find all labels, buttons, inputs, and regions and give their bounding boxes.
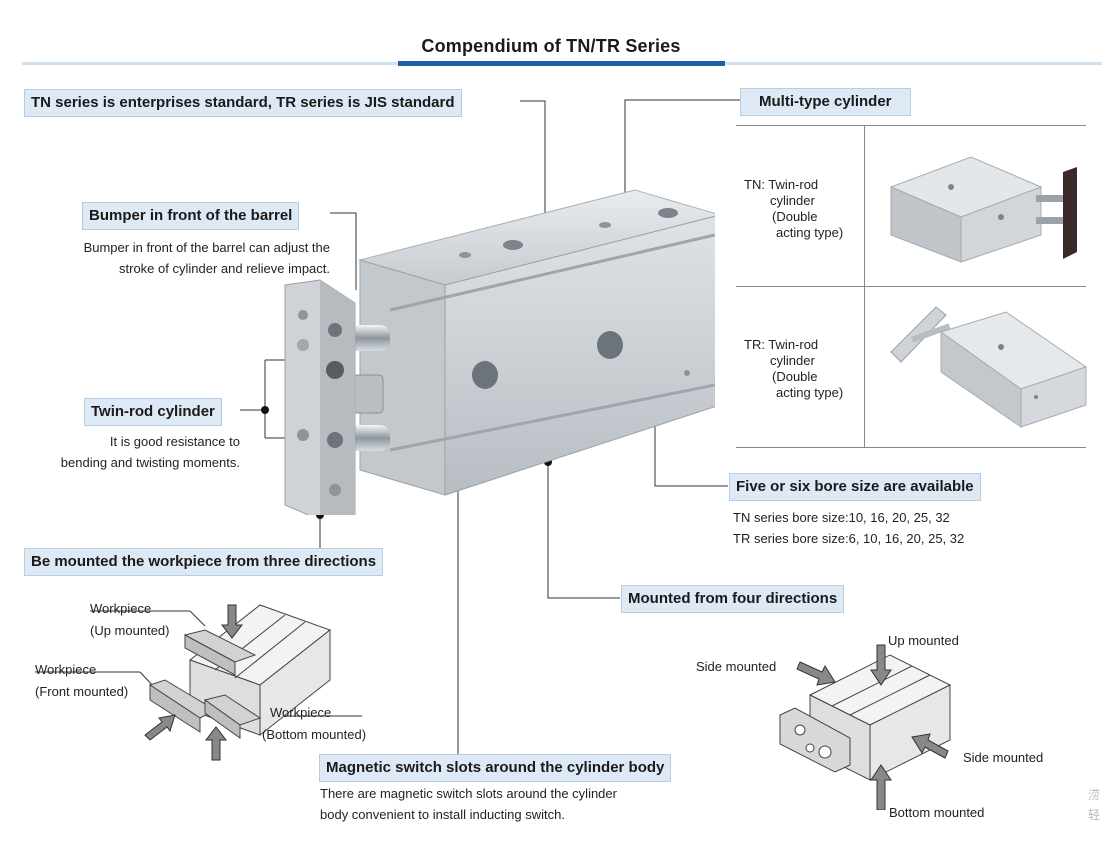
table-mid-rule bbox=[736, 286, 1086, 287]
up-mounted-label: Up mounted bbox=[888, 633, 959, 648]
bottom-mounted-label: Bottom mounted bbox=[889, 805, 985, 820]
twin-rod-desc-line: It is good resistance to bbox=[109, 434, 240, 449]
tr-description: TR: Twin-rod cylinder (Double acting typ… bbox=[744, 337, 843, 401]
side-mounted-left-label: Side mounted bbox=[696, 659, 777, 674]
bumper-description: Bumper in front of the barrel can adjust… bbox=[30, 237, 330, 279]
bumper-desc-line: stroke of cylinder and relieve impact. bbox=[119, 261, 330, 276]
title-accent-bar bbox=[398, 61, 725, 66]
twin-rod-desc-line: bending and twisting moments. bbox=[60, 455, 240, 470]
table-col-rule bbox=[864, 125, 865, 447]
margin-text-line: 轻 bbox=[1088, 808, 1101, 822]
workpiece-up-line2: (Up mounted) bbox=[90, 623, 170, 638]
table-top-rule bbox=[736, 125, 1086, 126]
workpiece-front-line2: (Front mounted) bbox=[35, 684, 129, 699]
magnetic-desc-line: There are magnetic switch slots around t… bbox=[320, 786, 617, 801]
workpiece-bottom-label: Workpiece (Bottom mounted) bbox=[262, 702, 366, 746]
tr-cylinder-image bbox=[890, 306, 1088, 428]
four-direction-mount-illustration bbox=[779, 644, 952, 810]
tn-bore-sizes: TN series bore size:10, 16, 20, 25, 32 bbox=[733, 510, 950, 525]
tn-line: TN: Twin-rod bbox=[744, 177, 819, 192]
margin-text: 涝 轻 bbox=[1088, 785, 1100, 825]
multi-type-callout: Multi-type cylinder bbox=[740, 88, 911, 116]
bore-size-callout: Five or six bore size are available bbox=[729, 473, 981, 501]
tn-line: acting type) bbox=[776, 225, 844, 240]
leader-dot bbox=[261, 406, 269, 414]
workpiece-front-line1: Workpiece bbox=[35, 662, 97, 677]
workpiece-front-label: Workpiece (Front mounted) bbox=[35, 659, 128, 703]
tn-description: TN: Twin-rod cylinder (Double acting typ… bbox=[744, 177, 843, 241]
bumper-callout: Bumper in front of the barrel bbox=[82, 202, 300, 230]
side-mounted-right-label: Side mounted bbox=[963, 750, 1044, 765]
tn-line: cylinder bbox=[770, 193, 815, 208]
tn-line: (Double bbox=[772, 209, 818, 224]
tn-cylinder-image bbox=[889, 156, 1077, 263]
margin-text-line: 涝 bbox=[1088, 788, 1101, 802]
four-directions-callout: Mounted from four directions bbox=[621, 585, 845, 613]
multi-type-table: TN: Twin-rod cylinder (Double acting typ… bbox=[736, 125, 1088, 450]
workpiece-mounting-illustration bbox=[144, 604, 332, 761]
workpiece-up-line1: Workpiece bbox=[90, 601, 152, 616]
page-title: Compendium of TN/TR Series bbox=[421, 36, 681, 56]
tr-line: (Double bbox=[772, 369, 818, 384]
three-directions-callout: Be mounted the workpiece from three dire… bbox=[24, 548, 384, 576]
tr-line: acting type) bbox=[776, 385, 844, 400]
magnetic-switch-description: There are magnetic switch slots around t… bbox=[320, 783, 617, 825]
workpiece-bottom-line2: (Bottom mounted) bbox=[262, 727, 367, 742]
table-bottom-rule bbox=[736, 447, 1086, 448]
tr-line: TR: Twin-rod bbox=[744, 337, 819, 352]
leader-dot bbox=[316, 511, 324, 519]
workpiece-up-label: Workpiece (Up mounted) bbox=[90, 598, 169, 642]
standard-callout: TN series is enterprises standard, TR se… bbox=[24, 89, 462, 117]
twin-rod-description: It is good resistance to bending and twi… bbox=[20, 431, 240, 473]
bumper-desc-line: Bumper in front of the barrel can adjust… bbox=[83, 240, 330, 255]
workpiece-bottom-line1: Workpiece bbox=[270, 705, 332, 720]
leader-dot bbox=[544, 458, 552, 466]
tr-bore-sizes: TR series bore size:6, 10, 16, 20, 25, 3… bbox=[733, 531, 965, 546]
twin-rod-callout: Twin-rod cylinder bbox=[84, 398, 222, 426]
bore-size-description: TN series bore size:10, 16, 20, 25, 32 T… bbox=[733, 507, 964, 549]
twin-rod-cylinder-illustration bbox=[284, 189, 715, 515]
magnetic-desc-line: body convenient to install inducting swi… bbox=[320, 807, 565, 822]
tr-line: cylinder bbox=[770, 353, 815, 368]
magnetic-switch-callout: Magnetic switch slots around the cylinde… bbox=[319, 754, 672, 782]
